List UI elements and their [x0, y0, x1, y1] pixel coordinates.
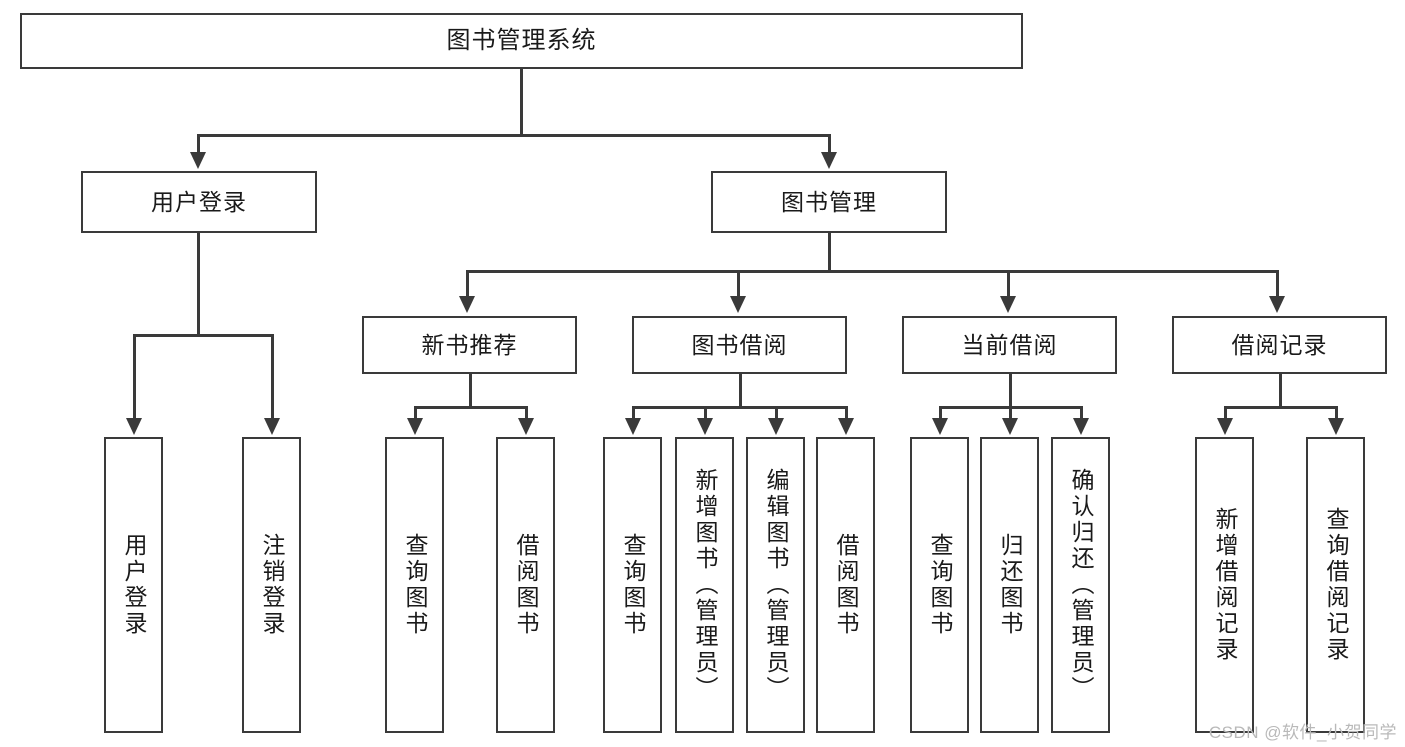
- leaf-newbook-borrow-book[interactable]: 借阅图书: [496, 437, 555, 733]
- node-book-borrow[interactable]: 图书借阅: [632, 316, 847, 374]
- node-new-book-recommend[interactable]: 新书推荐: [362, 316, 577, 374]
- leaf-borrowrecord-query-record[interactable]: 查询借阅记录: [1306, 437, 1365, 733]
- node-label: 新书推荐: [421, 331, 518, 358]
- leaf-bookborrow-edit-book[interactable]: 编辑图书（管理员）: [746, 437, 805, 733]
- node-book-management[interactable]: 图书管理: [711, 171, 947, 233]
- connector-br-drop-1: [1224, 406, 1227, 420]
- node-label: 用户登录: [121, 533, 147, 637]
- arrow-to-leaf-bb-query: [625, 418, 641, 435]
- arrow-to-book-manage: [821, 152, 837, 169]
- node-borrow-record[interactable]: 借阅记录: [1172, 316, 1387, 374]
- leaf-currentborrow-return-book[interactable]: 归还图书: [980, 437, 1039, 733]
- arrow-to-leaf-nb-borrow: [518, 418, 534, 435]
- connector-bb-drop-2: [704, 406, 707, 420]
- node-label: 图书管理系统: [446, 27, 597, 55]
- arrow-to-leaf-cb-return: [1002, 418, 1018, 435]
- connector-bb-drop-1: [632, 406, 635, 420]
- node-current-borrow[interactable]: 当前借阅: [902, 316, 1117, 374]
- connector-cb-drop-3: [1080, 406, 1083, 420]
- connector-nb-drop-1: [414, 406, 417, 420]
- node-label: 图书借阅: [691, 331, 788, 358]
- leaf-user-login[interactable]: 用户登录: [104, 437, 163, 733]
- node-label: 确认归还（管理员）: [1068, 468, 1094, 702]
- arrow-to-leaf-logout: [264, 418, 280, 435]
- connector-bm-drop-4: [1276, 270, 1279, 298]
- connector-root-drop-left: [197, 134, 200, 156]
- connector-nb-drop-2: [525, 406, 528, 420]
- arrow-to-leaf-bb-edit: [768, 418, 784, 435]
- arrow-to-leaf-cb-query: [932, 418, 948, 435]
- connector-root-stem: [520, 69, 523, 136]
- connector-bm-drop-3: [1007, 270, 1010, 298]
- connector-borrow-record-bar: [1224, 406, 1335, 409]
- connector-bm-drop-1: [466, 270, 469, 298]
- node-label: 借阅图书: [513, 533, 539, 637]
- leaf-bookborrow-query-book[interactable]: 查询图书: [603, 437, 662, 733]
- connector-user-login-stem: [197, 233, 200, 336]
- leaf-borrowrecord-add-record[interactable]: 新增借阅记录: [1195, 437, 1254, 733]
- arrow-to-user-login: [190, 152, 206, 169]
- node-label: 注销登录: [259, 533, 285, 637]
- node-label: 查询图书: [620, 533, 646, 637]
- leaf-newbook-query-book[interactable]: 查询图书: [385, 437, 444, 733]
- node-user-login[interactable]: 用户登录: [81, 171, 317, 233]
- arrow-to-leaf-bb-borrow: [838, 418, 854, 435]
- node-root-system[interactable]: 图书管理系统: [20, 13, 1023, 69]
- connector-new-book-bar: [414, 406, 525, 409]
- node-label: 查询图书: [402, 533, 428, 637]
- arrow-to-leaf-cb-confirm: [1073, 418, 1089, 435]
- arrow-to-book-borrow: [730, 296, 746, 313]
- arrow-to-leaf-br-query: [1328, 418, 1344, 435]
- connector-bm-drop-2: [737, 270, 740, 298]
- connector-root-bar: [197, 134, 830, 137]
- node-label: 当前借阅: [961, 331, 1058, 358]
- connector-bb-drop-4: [845, 406, 848, 420]
- connector-cb-drop-2: [1009, 406, 1012, 420]
- leaf-logout[interactable]: 注销登录: [242, 437, 301, 733]
- arrow-to-new-book: [459, 296, 475, 313]
- node-label: 用户登录: [151, 188, 247, 215]
- arrow-to-leaf-nb-query: [407, 418, 423, 435]
- connector-book-manage-stem: [828, 233, 831, 272]
- leaf-bookborrow-borrow-book[interactable]: 借阅图书: [816, 437, 875, 733]
- connector-new-book-stem: [469, 374, 472, 408]
- arrow-to-leaf-bb-add: [697, 418, 713, 435]
- node-label: 查询图书: [927, 533, 953, 637]
- node-label: 归还图书: [997, 533, 1023, 637]
- leaf-currentborrow-query-book[interactable]: 查询图书: [910, 437, 969, 733]
- connector-root-drop-right: [828, 134, 831, 156]
- connector-book-borrow-bar: [632, 406, 847, 409]
- arrow-to-current-borrow: [1000, 296, 1016, 313]
- node-label: 新增借阅记录: [1212, 507, 1238, 663]
- connector-user-login-drop-2: [271, 334, 274, 420]
- connector-user-login-drop-1: [133, 334, 136, 420]
- node-label: 图书管理: [781, 188, 877, 215]
- arrow-to-leaf-br-add: [1217, 418, 1233, 435]
- connector-borrow-record-stem: [1279, 374, 1282, 408]
- leaf-bookborrow-add-book[interactable]: 新增图书（管理员）: [675, 437, 734, 733]
- node-label: 新增图书（管理员）: [692, 468, 718, 702]
- node-label: 编辑图书（管理员）: [763, 468, 789, 702]
- arrow-to-leaf-user-login: [126, 418, 142, 435]
- leaf-currentborrow-confirm-return[interactable]: 确认归还（管理员）: [1051, 437, 1110, 733]
- connector-br-drop-2: [1335, 406, 1338, 420]
- connector-book-borrow-stem: [739, 374, 742, 408]
- node-label: 查询借阅记录: [1323, 507, 1349, 663]
- connector-current-borrow-stem: [1009, 374, 1012, 408]
- node-label: 借阅图书: [833, 533, 859, 637]
- connector-cb-drop-1: [939, 406, 942, 420]
- node-label: 借阅记录: [1231, 331, 1328, 358]
- connector-user-login-bar: [133, 334, 271, 337]
- arrow-to-borrow-record: [1269, 296, 1285, 313]
- connector-book-manage-bar: [466, 270, 1276, 273]
- connector-bb-drop-3: [775, 406, 778, 420]
